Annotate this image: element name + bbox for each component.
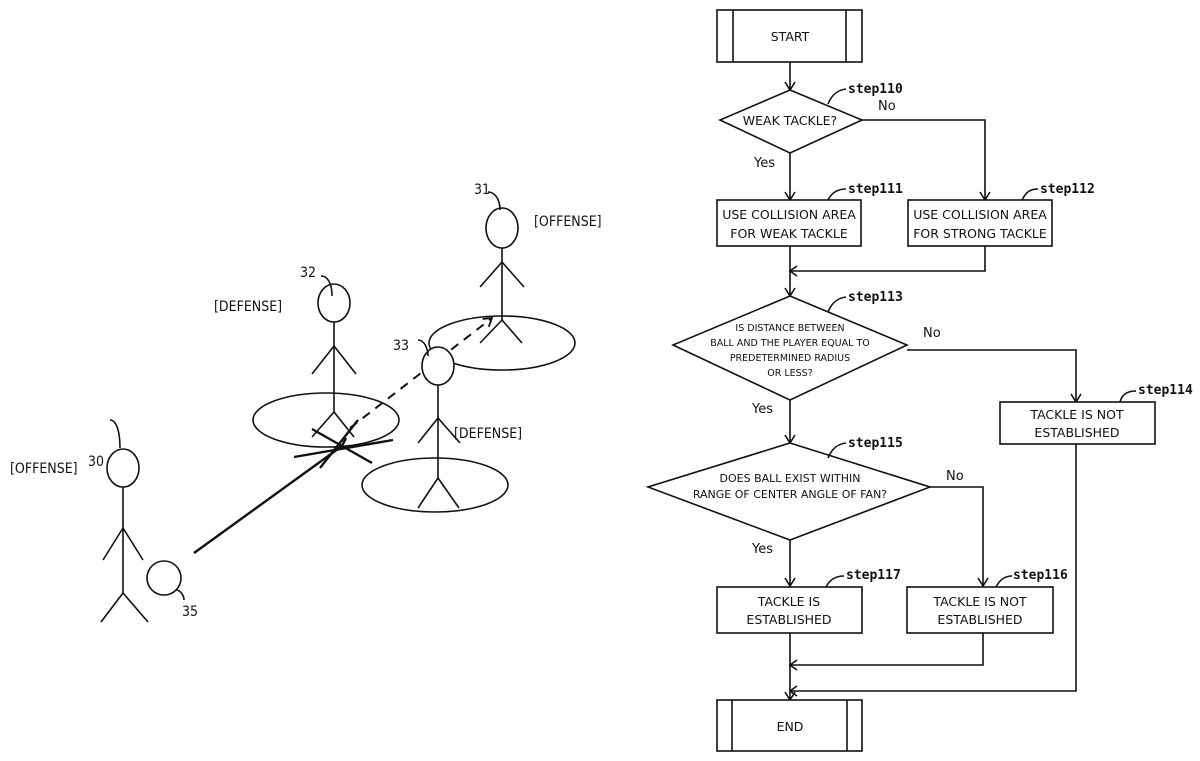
step115-line2: RANGE OF CENTER ANGLE OF FAN? [693, 488, 887, 501]
player-31-role: [OFFENSE] [534, 214, 602, 230]
ball-deflection-dashed [350, 318, 492, 428]
step117-ref: step117 [846, 568, 901, 583]
player-31-figure [480, 192, 524, 343]
decision-step113: IS DISTANCE BETWEEN BALL AND THE PLAYER … [673, 296, 907, 400]
player-30-figure [101, 420, 148, 622]
decision-step110: WEAK TACKLE? [720, 90, 862, 153]
step112-line1: USE COLLISION AREA [913, 207, 1047, 222]
end-terminal: END [717, 700, 862, 751]
step115-ref: step115 [848, 436, 903, 451]
step113-line4: OR LESS? [767, 368, 813, 379]
step113-line1: IS DISTANCE BETWEEN [735, 323, 844, 334]
step110-no-label: No [878, 99, 896, 114]
player-32-figure [312, 276, 356, 437]
player-30-ref: 30 [88, 454, 104, 470]
player-32-role: [DEFENSE] [214, 299, 282, 315]
step116-line1: TACKLE IS NOT [932, 594, 1027, 609]
step116-ref: step116 [1013, 568, 1068, 583]
step113-line2: BALL AND THE PLAYER EQUAL TO [710, 338, 869, 349]
ball-35 [147, 561, 184, 600]
collision-area-player-33 [362, 458, 508, 512]
end-label: END [777, 719, 804, 734]
player-33-role: [DEFENSE] [454, 426, 522, 442]
player-30-role: [OFFENSE] [10, 461, 78, 477]
player-33-figure [418, 340, 460, 508]
decision-step115: DOES BALL EXIST WITHIN RANGE OF CENTER A… [648, 443, 930, 540]
ball-trajectory-line [194, 446, 342, 553]
step115-yes-label: Yes [751, 542, 773, 557]
process-step116: TACKLE IS NOT ESTABLISHED [907, 587, 1053, 633]
step110-ref: step110 [848, 82, 903, 97]
process-step111: USE COLLISION AREA FOR WEAK TACKLE [717, 200, 861, 246]
player-31-ref: 31 [474, 182, 490, 198]
step113-no-label: No [923, 326, 941, 341]
step110-yes-label: Yes [753, 156, 775, 171]
step113-line3: PREDETERMINED RADIUS [730, 353, 850, 364]
collision-burst-icon [294, 420, 393, 468]
step113-yes-label: Yes [751, 402, 773, 417]
step117-line2: ESTABLISHED [746, 612, 831, 627]
step111-ref: step111 [848, 182, 903, 197]
player-32-ref: 32 [300, 265, 316, 281]
step116-line2: ESTABLISHED [937, 612, 1022, 627]
step111-line1: USE COLLISION AREA [722, 207, 856, 222]
step117-line1: TACKLE IS [757, 594, 820, 609]
process-step112: USE COLLISION AREA FOR STRONG TACKLE [908, 200, 1052, 246]
start-label: START [771, 29, 810, 44]
step112-ref: step112 [1040, 182, 1095, 197]
ball-ref: 35 [182, 604, 198, 620]
process-step114: TACKLE IS NOT ESTABLISHED [1000, 402, 1155, 444]
process-step117: TACKLE IS ESTABLISHED [717, 587, 862, 633]
player-33-ref: 33 [393, 338, 409, 354]
step110-question: WEAK TACKLE? [743, 113, 837, 128]
step112-line2: FOR STRONG TACKLE [913, 226, 1047, 241]
player-illustration: 30 [OFFENSE] 35 32 [DEFEN [10, 182, 602, 622]
step114-ref: step114 [1138, 383, 1193, 398]
step115-line1: DOES BALL EXIST WITHIN [720, 472, 861, 485]
step114-line1: TACKLE IS NOT [1029, 407, 1124, 422]
start-terminal: START [717, 10, 862, 62]
step115-no-label: No [946, 469, 964, 484]
step111-line2: FOR WEAK TACKLE [730, 226, 848, 241]
step113-ref: step113 [848, 290, 903, 305]
flowchart: START WEAK TACKLE? step110 No Yes USE CO… [648, 10, 1193, 751]
step114-line2: ESTABLISHED [1034, 425, 1119, 440]
